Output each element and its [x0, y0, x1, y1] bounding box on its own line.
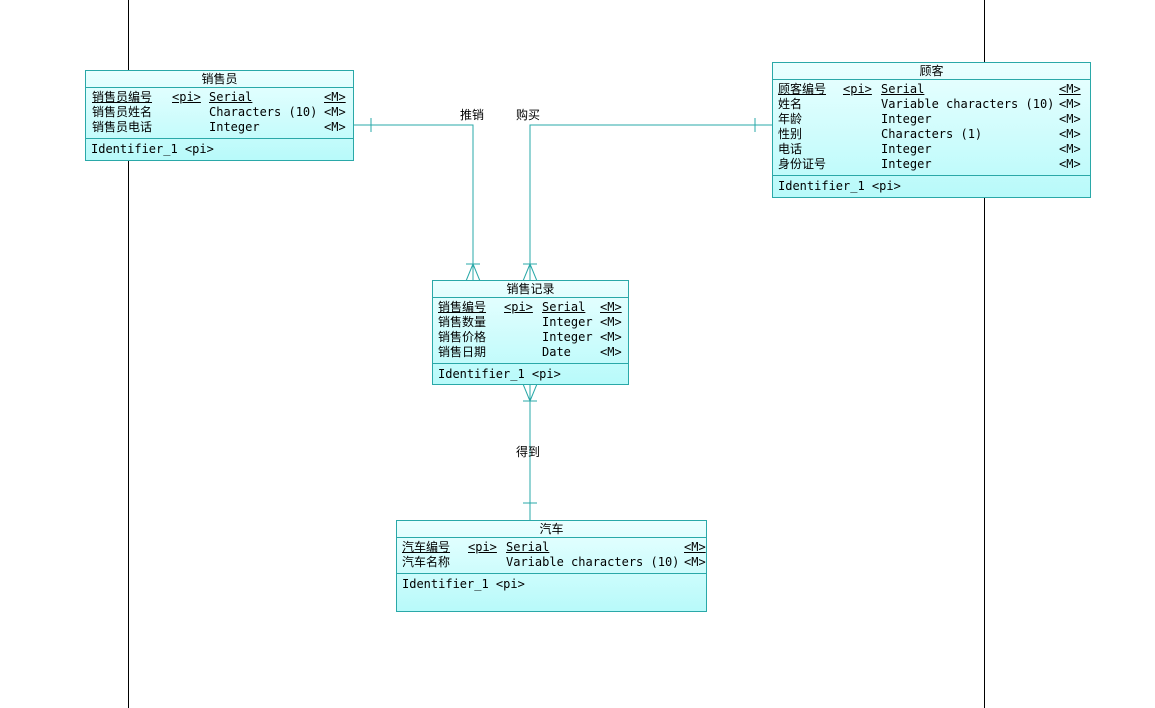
link-goumai[interactable] — [522, 118, 773, 282]
attribute-row[interactable]: 汽车名称 Variable characters (10) <M> — [397, 555, 706, 570]
attribute-mandatory: <M> — [1059, 127, 1081, 141]
link-tuixiao[interactable] — [354, 118, 481, 282]
identifier: Identifier_1 <pi> — [438, 367, 561, 381]
attribute-row[interactable]: 年龄 Integer <M> — [773, 112, 1090, 127]
attribute-type: Integer — [542, 315, 593, 329]
entity-title: 汽车 — [397, 521, 706, 538]
attribute-row[interactable]: 身份证号 Integer <M> — [773, 157, 1090, 172]
attribute-name: 电话 — [778, 142, 803, 156]
entity-title: 顾客 — [773, 63, 1090, 80]
attribute-mandatory: <M> — [684, 555, 706, 569]
attribute-row[interactable]: 销售日期 Date <M> — [433, 345, 628, 360]
attribute-mandatory: <M> — [324, 90, 346, 104]
attribute-list: 销售员编号 <pi> Serial <M> 销售员姓名 Characters (… — [86, 88, 353, 139]
attribute-mandatory: <M> — [1059, 112, 1081, 126]
entity-title: 销售员 — [86, 71, 353, 88]
attribute-list: 顾客编号 <pi> Serial <M> 姓名 Variable charact… — [773, 80, 1090, 176]
entity-title: 销售记录 — [433, 281, 628, 298]
attribute-row[interactable]: 销售价格 Integer <M> — [433, 330, 628, 345]
attribute-row[interactable]: 销售编号 <pi> Serial <M> — [433, 300, 628, 315]
attribute-row[interactable]: 销售员姓名 Characters (10) <M> — [86, 105, 353, 120]
attribute-row[interactable]: 电话 Integer <M> — [773, 142, 1090, 157]
attribute-type: Integer — [881, 112, 932, 126]
attribute-name: 性别 — [778, 127, 803, 141]
attribute-name: 年龄 — [778, 112, 803, 126]
attribute-row[interactable]: 销售数量 Integer <M> — [433, 315, 628, 330]
attribute-type: Date — [542, 345, 571, 359]
entity-sales-record[interactable]: 销售记录 销售编号 <pi> Serial <M> 销售数量 Integer <… — [432, 280, 629, 385]
attribute-mandatory: <M> — [1059, 97, 1081, 111]
attribute-name: 销售价格 — [438, 330, 487, 344]
entity-customer[interactable]: 顾客 顾客编号 <pi> Serial <M> 姓名 Variable char… — [772, 62, 1091, 198]
attribute-name: 销售日期 — [438, 345, 487, 359]
attribute-type: Characters (1) — [881, 127, 983, 141]
relationship-label-goumai: 购买 — [516, 108, 541, 122]
attribute-type: Serial — [506, 540, 550, 554]
attribute-name: 汽车编号 — [402, 540, 451, 554]
attribute-row[interactable]: 姓名 Variable characters (10) <M> — [773, 97, 1090, 112]
entity-salesperson[interactable]: 销售员 销售员编号 <pi> Serial <M> 销售员姓名 Characte… — [85, 70, 354, 161]
attribute-mandatory: <M> — [1059, 82, 1081, 96]
attribute-name: 销售员编号 — [92, 90, 153, 104]
attribute-row[interactable]: 销售员编号 <pi> Serial <M> — [86, 90, 353, 105]
attribute-mandatory: <M> — [600, 300, 622, 314]
attribute-row[interactable]: 汽车编号 <pi> Serial <M> — [397, 540, 706, 555]
attribute-mandatory: <M> — [684, 540, 706, 554]
attribute-type: Serial — [542, 300, 586, 314]
attribute-type: Characters (10) — [209, 105, 318, 119]
identifier: Identifier_1 <pi> — [778, 179, 901, 193]
attribute-type: Integer — [209, 120, 260, 134]
attribute-row[interactable]: 性别 Characters (1) <M> — [773, 127, 1090, 142]
attribute-mandatory: <M> — [324, 120, 346, 134]
relationship-label-tuixiao: 推销 — [460, 108, 485, 122]
attribute-type: Variable characters (10) — [881, 97, 1055, 111]
attribute-mandatory: <M> — [1059, 157, 1081, 171]
attribute-type: Integer — [881, 157, 932, 171]
attribute-mandatory: <M> — [600, 330, 622, 344]
attribute-pi: <pi> — [468, 540, 497, 554]
attribute-type: Integer — [542, 330, 593, 344]
entity-car[interactable]: 汽车 汽车编号 <pi> Serial <M> 汽车名称 Variable ch… — [396, 520, 707, 612]
attribute-mandatory: <M> — [1059, 142, 1081, 156]
attribute-name: 顾客编号 — [778, 82, 827, 96]
crowfoot-marker — [522, 262, 538, 282]
attribute-type: Serial — [209, 90, 253, 104]
attribute-list: 销售编号 <pi> Serial <M> 销售数量 Integer <M> 销售… — [433, 298, 628, 364]
attribute-name: 身份证号 — [778, 157, 827, 171]
link-dedao[interactable] — [522, 383, 538, 521]
attribute-row[interactable]: 销售员电话 Integer <M> — [86, 120, 353, 135]
attribute-name: 销售员姓名 — [92, 105, 153, 119]
attribute-name: 姓名 — [778, 97, 803, 111]
attribute-list: 汽车编号 <pi> Serial <M> 汽车名称 Variable chara… — [397, 538, 706, 574]
attribute-mandatory: <M> — [324, 105, 346, 119]
relationship-label-dedao: 得到 — [516, 445, 541, 459]
attribute-row[interactable]: 顾客编号 <pi> Serial <M> — [773, 82, 1090, 97]
identifier: Identifier_1 <pi> — [91, 142, 214, 156]
attribute-name: 销售员电话 — [92, 120, 153, 134]
crowfoot-marker — [465, 262, 481, 282]
attribute-type: Integer — [881, 142, 932, 156]
attribute-mandatory: <M> — [600, 315, 622, 329]
attribute-pi: <pi> — [504, 300, 533, 314]
attribute-pi: <pi> — [172, 90, 201, 104]
attribute-type: Variable characters (10) — [506, 555, 680, 569]
attribute-name: 汽车名称 — [402, 555, 451, 569]
attribute-type: Serial — [881, 82, 925, 96]
page-boundary-left — [128, 0, 129, 708]
attribute-pi: <pi> — [843, 82, 872, 96]
attribute-name: 销售数量 — [438, 315, 487, 329]
attribute-name: 销售编号 — [438, 300, 487, 314]
identifier: Identifier_1 <pi> — [402, 577, 525, 591]
attribute-mandatory: <M> — [600, 345, 622, 359]
page-boundary-right — [984, 0, 985, 708]
